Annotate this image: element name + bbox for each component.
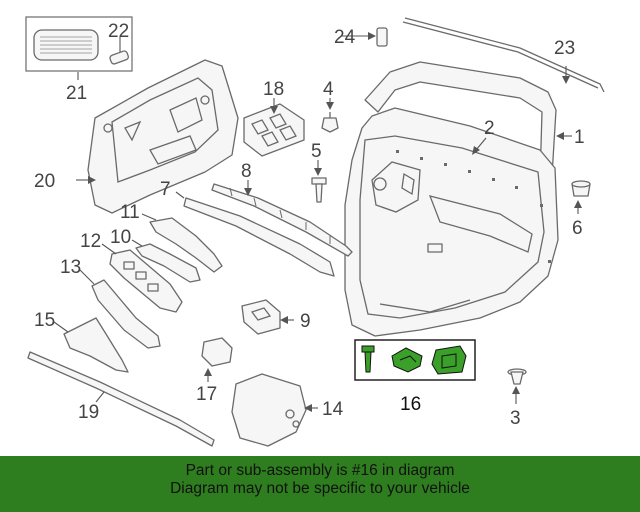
part-8-strip bbox=[211, 183, 353, 257]
callout-19: 19 bbox=[78, 402, 99, 423]
part-23-strip bbox=[402, 17, 605, 93]
part-18-switch-block bbox=[243, 103, 305, 157]
callout-10: 10 bbox=[110, 227, 131, 248]
callout-2: 2 bbox=[484, 118, 495, 139]
callout-16: 16 bbox=[400, 394, 421, 415]
callout-6: 6 bbox=[572, 218, 583, 239]
callout-labels: 1 2 3 4 5 6 7 8 9 10 11 12 13 14 15 16 1… bbox=[34, 21, 585, 429]
part-20-trim-panel bbox=[87, 59, 239, 214]
part-10-trim bbox=[135, 243, 201, 283]
part-16-clip bbox=[391, 347, 423, 373]
callout-8: 8 bbox=[241, 161, 252, 182]
part-14-bracket bbox=[231, 373, 307, 447]
callout-20: 20 bbox=[34, 171, 55, 192]
part-5-screw bbox=[311, 177, 327, 203]
banner-line-1: Part or sub-assembly is #16 in diagram bbox=[185, 462, 455, 479]
callout-11: 11 bbox=[120, 202, 140, 223]
callout-13: 13 bbox=[60, 257, 81, 278]
part-4-clip bbox=[321, 112, 339, 133]
part-3-clip bbox=[507, 368, 527, 385]
callout-15: 15 bbox=[34, 310, 55, 331]
callout-12: 12 bbox=[80, 231, 101, 252]
part-21-22-inset bbox=[25, 16, 133, 72]
part-7-trim bbox=[183, 197, 335, 277]
part-16-screw bbox=[361, 345, 375, 373]
info-banner: Part or sub-assembly is #16 in diagram D… bbox=[0, 456, 640, 512]
part-13-trim bbox=[91, 279, 161, 349]
callout-14: 14 bbox=[322, 399, 344, 420]
callout-18: 18 bbox=[263, 79, 284, 100]
callout-22: 22 bbox=[108, 21, 129, 42]
callout-24: 24 bbox=[334, 27, 356, 48]
part-9-switch bbox=[241, 299, 281, 335]
part-17-switch bbox=[201, 337, 233, 367]
callout-9: 9 bbox=[300, 311, 311, 332]
callout-23: 23 bbox=[554, 38, 575, 59]
callout-1: 1 bbox=[574, 127, 585, 148]
callout-7: 7 bbox=[160, 179, 171, 200]
callout-3: 3 bbox=[510, 408, 521, 429]
part-15-trim bbox=[63, 317, 129, 373]
callout-5: 5 bbox=[311, 141, 322, 162]
parts-diagram: 1 2 3 4 5 6 7 8 9 10 11 12 13 14 15 16 1… bbox=[25, 16, 605, 447]
part-6-plug bbox=[571, 180, 591, 197]
callout-21: 21 bbox=[66, 83, 87, 104]
part-12-switch-panel bbox=[109, 249, 183, 313]
banner-line-2: Diagram may not be specific to your vehi… bbox=[170, 480, 470, 497]
callout-4: 4 bbox=[323, 79, 334, 100]
part-11-trim bbox=[149, 217, 223, 273]
callout-17: 17 bbox=[196, 384, 217, 405]
part-24-clip bbox=[376, 27, 388, 47]
part-2-door-panel bbox=[344, 107, 559, 337]
part-16-group[interactable] bbox=[354, 339, 476, 381]
part-16-bracket bbox=[431, 345, 467, 375]
part-19-strip bbox=[27, 351, 215, 447]
leader-lines bbox=[53, 32, 582, 412]
